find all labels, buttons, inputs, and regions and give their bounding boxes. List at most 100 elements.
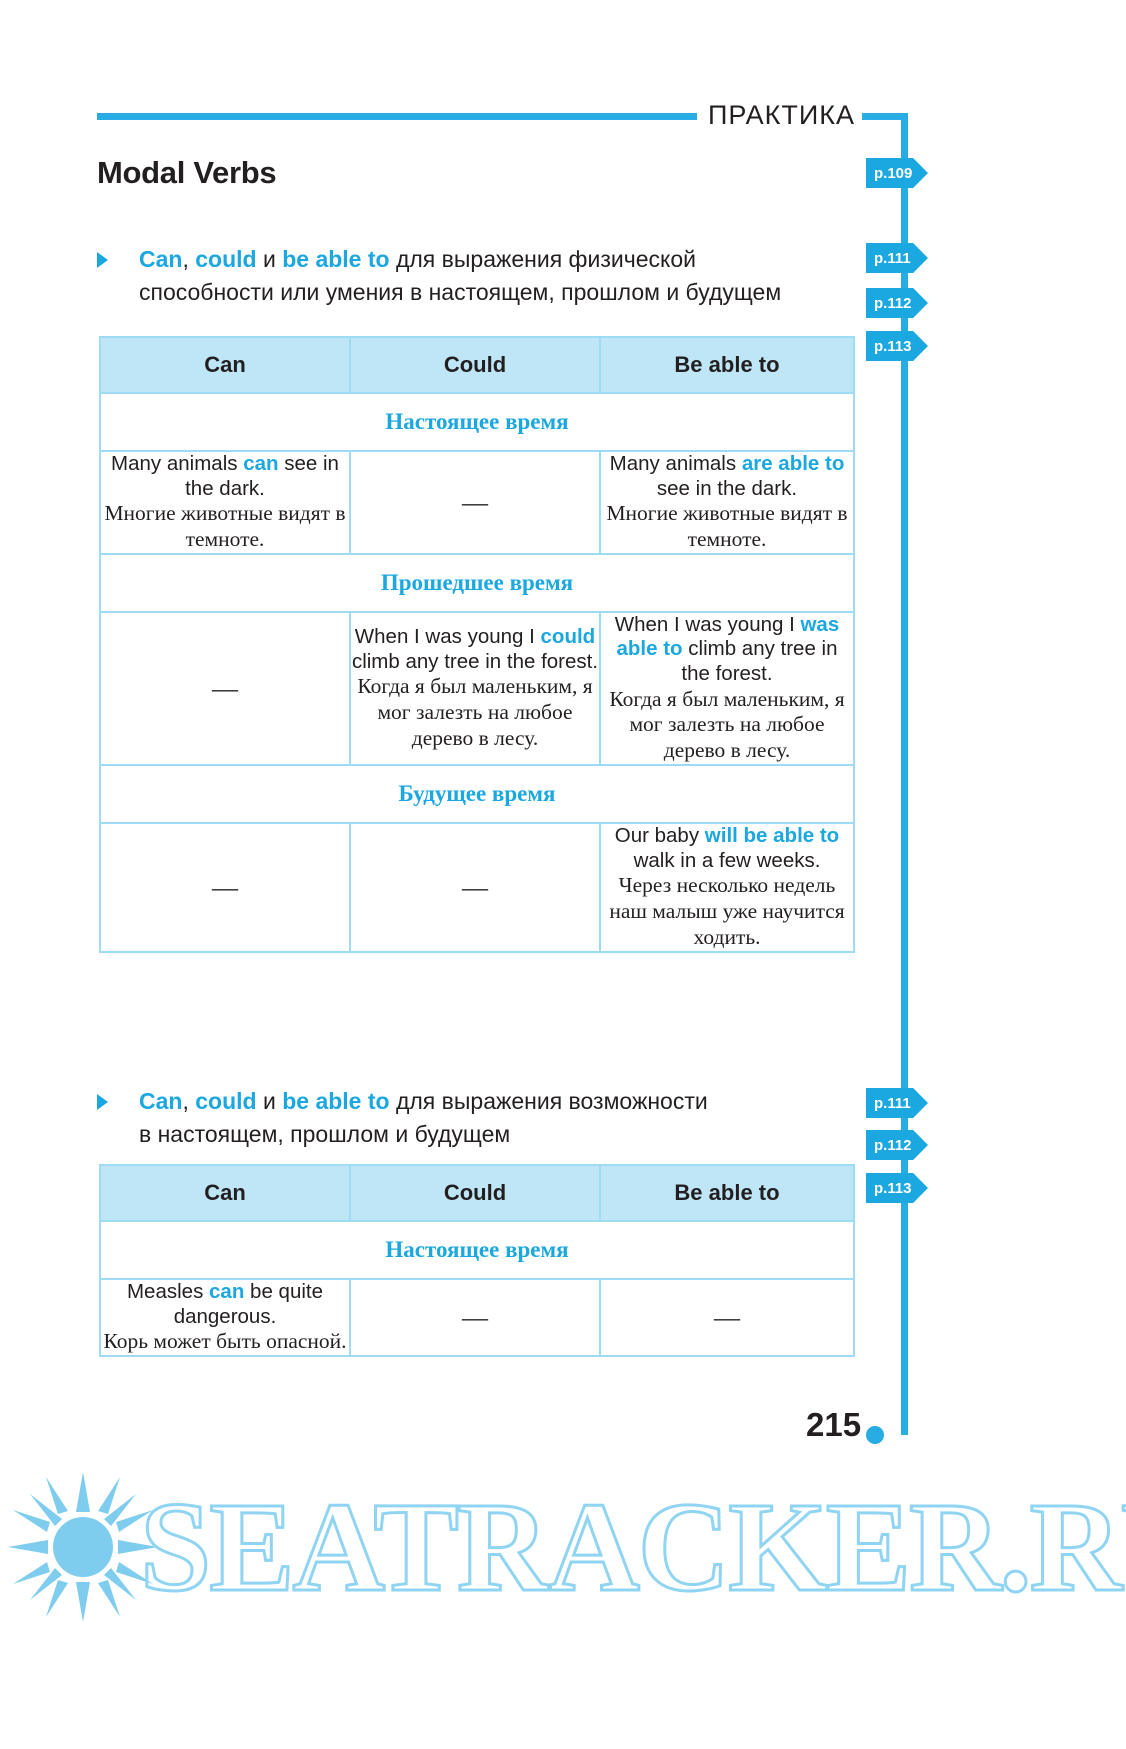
table-row: Measles can be quite dangerous. Корь мож… — [99, 1278, 855, 1357]
ru-translation: Многие животные видят в темноте. — [606, 501, 848, 551]
table-row: — When I was young I could climb any tre… — [99, 610, 855, 766]
bullet2-keyword-can: Can — [139, 1088, 183, 1114]
bullet-possibility-text: Can, could и be able to для выражения во… — [139, 1085, 857, 1152]
bullet2-keyword-could: could — [195, 1088, 257, 1114]
spine-dot — [866, 1426, 884, 1444]
table-ability: Can Could Be able to Настоящее время Man… — [99, 336, 855, 953]
tense-label-present-2: Настоящее время — [99, 1220, 855, 1280]
empty-dash: — — [212, 673, 238, 703]
page-tab-bottom-p111[interactable]: p.111 — [866, 1088, 928, 1118]
ru-translation: Через несколько недель наш малыш уже нау… — [609, 873, 845, 949]
cell-could-past: When I was young I could climb any tree … — [349, 610, 601, 766]
bullet1-keyword-beableto: be able to — [282, 246, 390, 272]
ru-translation: Когда я был маленьким, я мог залезть на … — [357, 674, 593, 750]
page-spine — [901, 113, 908, 1435]
empty-dash: — — [714, 1302, 740, 1332]
bullet1-line2: способности или умения в настоящем, прош… — [139, 279, 782, 306]
tense-label-future: Будущее время — [99, 763, 855, 824]
bullet2-line2: в настоящем, прошлом и будущем — [139, 1121, 511, 1148]
col-header-could: Could — [349, 336, 601, 394]
cell-beableto-past: When I was young I was able to climb any… — [599, 610, 855, 766]
watermark-text: SEATRACKER.RU — [138, 1475, 1126, 1620]
col-header-can: Can — [99, 336, 351, 394]
page-tab-p113[interactable]: p.113 — [866, 331, 928, 361]
en-post: climb any tree in the forest. — [681, 637, 838, 685]
en-pre: Many animals — [609, 452, 742, 475]
col-header-beableto: Be able to — [599, 1164, 855, 1222]
col-header-could: Could — [349, 1164, 601, 1222]
en-keyword: can — [209, 1280, 245, 1303]
bullet-possibility: Can, could и be able to для выражения во… — [97, 1085, 857, 1152]
cell-could-present: — — [349, 450, 601, 555]
table-row: — — Our baby will be able to walk in a f… — [99, 821, 855, 953]
cell-can-present-2: Measles can be quite dangerous. Корь мож… — [99, 1278, 351, 1357]
table-header-row: Can Could Be able to — [99, 336, 855, 394]
cell-beableto-present-2: — — [599, 1278, 855, 1357]
empty-dash: — — [462, 487, 488, 517]
bullet2-keyword-beableto: be able to — [282, 1088, 390, 1114]
cell-can-future: — — [99, 821, 351, 953]
bullet1-rest: для выражения физической — [389, 246, 696, 272]
en-post: climb any tree in the forest. — [351, 649, 599, 673]
ru-translation: Корь может быть опасной. — [103, 1329, 347, 1354]
ru-translation: Когда я был маленьким, я мог залезть на … — [609, 686, 845, 763]
en-pre: Our baby — [614, 823, 705, 847]
ru-translation: Многие животные видят в темноте. — [104, 501, 346, 551]
en-post: see in the dark. — [656, 476, 798, 500]
page-tab-p109[interactable]: p.109 — [866, 158, 928, 188]
cell-beableto-future: Our baby will be able to walk in a few w… — [599, 821, 855, 953]
tense-row-present-2: Настоящее время — [99, 1220, 855, 1280]
col-header-beableto: Be able to — [599, 336, 855, 394]
bullet1-keyword-could: could — [195, 246, 257, 272]
empty-dash: — — [462, 872, 488, 902]
table-row: Many animals can see in the dark. Многие… — [99, 450, 855, 555]
en-pre: Many animals — [111, 452, 244, 475]
tense-row-future: Будущее время — [99, 763, 855, 824]
page-title: Modal Verbs — [97, 155, 277, 190]
en-keyword: could — [540, 625, 596, 649]
page-tab-bottom-p113[interactable]: p.113 — [866, 1173, 928, 1203]
table-possibility: Can Could Be able to Настоящее время Mea… — [99, 1164, 855, 1357]
empty-dash: — — [212, 872, 238, 902]
en-keyword: was able to — [616, 612, 840, 661]
bullet-arrow-icon — [97, 1094, 108, 1110]
page-tab-p111[interactable]: p.111 — [866, 243, 928, 273]
cell-could-present-2: — — [349, 1278, 601, 1357]
bullet1-sep1: , — [182, 246, 196, 272]
bullet1-keyword-can: Can — [139, 246, 183, 272]
en-pre: Measles — [126, 1280, 210, 1303]
cell-beableto-present: Many animals are able to see in the dark… — [599, 450, 855, 555]
header-rule-right — [862, 113, 908, 120]
tense-row-past: Прошедшее время — [99, 552, 855, 613]
cell-could-future: — — [349, 821, 601, 953]
bullet-arrow-icon — [97, 252, 108, 268]
cell-can-past: — — [99, 610, 351, 766]
sun-burst-icon — [8, 1472, 158, 1622]
en-pre: When I was young I — [614, 612, 801, 636]
page-number: 215 — [806, 1406, 862, 1443]
bullet2-sep1: , — [182, 1088, 196, 1114]
col-header-can: Can — [99, 1164, 351, 1222]
en-post: see in the dark. — [185, 452, 339, 500]
bullet2-rest: для выражения возможности — [389, 1088, 708, 1114]
page-tab-p112[interactable]: p.112 — [866, 288, 928, 318]
en-pre: When I was young I — [354, 625, 541, 649]
table-header-row: Can Could Be able to — [99, 1164, 855, 1222]
bullet1-sep2: и — [256, 246, 283, 272]
tense-row-present: Настоящее время — [99, 392, 855, 452]
en-keyword: are able to — [741, 452, 845, 475]
empty-dash: — — [462, 1302, 488, 1332]
en-post: be quite dangerous. — [173, 1280, 323, 1328]
header-rule-left — [97, 113, 697, 120]
tense-label-present: Настоящее время — [99, 392, 855, 452]
section-label: ПРАКТИКА — [708, 100, 855, 130]
watermark: SEATRACKER.RU — [0, 1452, 1126, 1749]
en-post: walk in a few weeks. — [633, 848, 821, 872]
bullet-ability: Can, could и be able to для выражения фи… — [97, 243, 857, 310]
page-tab-bottom-p112[interactable]: p.112 — [866, 1130, 928, 1160]
cell-can-present: Many animals can see in the dark. Многие… — [99, 450, 351, 555]
en-keyword: will be able to — [704, 823, 840, 847]
bullet-ability-text: Can, could и be able to для выражения фи… — [139, 243, 857, 310]
bullet2-sep2: и — [256, 1088, 283, 1114]
